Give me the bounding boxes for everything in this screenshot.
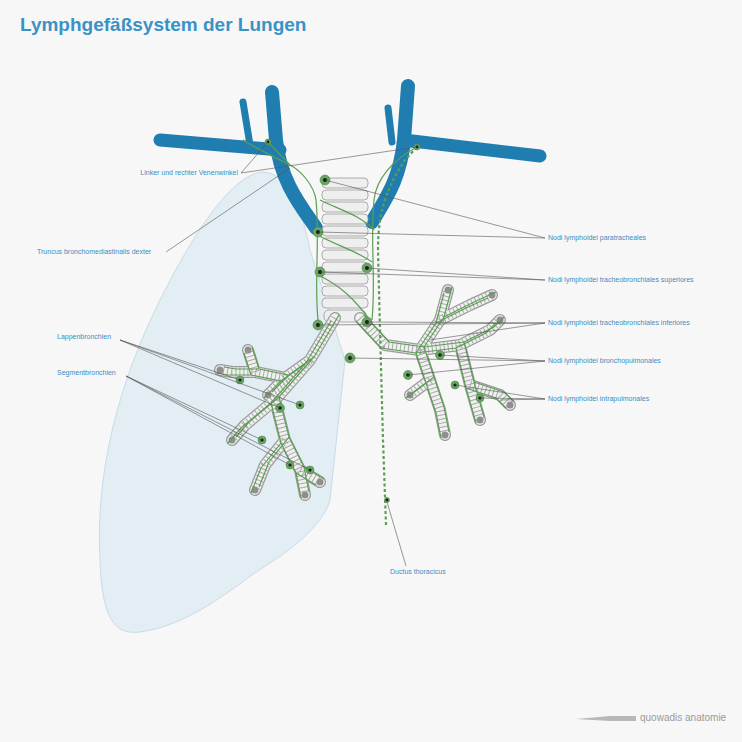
leader-line bbox=[166, 168, 290, 252]
watermark: quowadis anatomie bbox=[640, 712, 726, 724]
bronchus-end bbox=[442, 432, 449, 439]
vein bbox=[272, 92, 316, 228]
leader-line bbox=[350, 355, 545, 375]
anatomy-label: Linker und rechter Venenwinkel bbox=[140, 169, 238, 177]
anatomy-label: Nodi lymphoidei paratracheales bbox=[548, 234, 646, 242]
trachea bbox=[322, 226, 368, 236]
lymph-vessel bbox=[318, 200, 374, 320]
vein bbox=[160, 86, 540, 228]
leader-line bbox=[126, 376, 310, 470]
leader-line bbox=[318, 322, 545, 340]
vein bbox=[372, 86, 408, 222]
trachea bbox=[322, 262, 368, 272]
trachea bbox=[322, 274, 368, 284]
leader-line bbox=[387, 502, 406, 566]
bronchus-end bbox=[217, 287, 514, 499]
trachea bbox=[322, 298, 368, 308]
anatomy-label: Nodi lymphoidei tracheobronchiales super… bbox=[548, 276, 694, 284]
anatomy-label: Segmentbronchien bbox=[57, 369, 116, 377]
bronchus-end bbox=[302, 492, 309, 499]
trachea bbox=[322, 238, 368, 248]
lymph-node bbox=[385, 498, 390, 503]
anatomy-label: Nodi lymphoidei intrapulmonales bbox=[548, 395, 649, 403]
lymph-node bbox=[236, 139, 484, 503]
lymph-vessel bbox=[216, 140, 514, 498]
logo-mark bbox=[576, 716, 636, 721]
anatomy-label: Ductus thoracicus bbox=[390, 568, 446, 576]
anatomy-label: Lappenbronchien bbox=[57, 333, 111, 341]
leader-line bbox=[455, 385, 545, 400]
bronchus-end bbox=[477, 417, 484, 424]
thoracic-duct bbox=[378, 147, 417, 525]
lung-outline bbox=[99, 172, 345, 632]
leader-line bbox=[320, 268, 545, 280]
trachea bbox=[322, 286, 368, 296]
vein bbox=[388, 108, 392, 142]
trachea bbox=[322, 190, 368, 200]
lymph-node-center bbox=[386, 499, 389, 502]
anatomy-label: Nodi lymphoidei bronchopulmonales bbox=[548, 357, 661, 365]
leader-line bbox=[241, 142, 417, 173]
leader-line bbox=[120, 340, 300, 408]
leader-line bbox=[318, 180, 545, 238]
lymph-vessel bbox=[268, 142, 318, 320]
lung-outline bbox=[99, 172, 345, 632]
anatomy-label: Nodi lymphoidei tracheobronchiales infer… bbox=[548, 319, 690, 327]
thoracic-duct bbox=[378, 147, 417, 525]
lymph-vessel bbox=[224, 287, 514, 492]
lymph-node-center bbox=[238, 141, 481, 502]
vein bbox=[243, 102, 250, 145]
trachea bbox=[322, 202, 368, 212]
bronchus-end bbox=[245, 347, 252, 354]
vein bbox=[404, 140, 540, 156]
anatomy-label: Truncus bronchomediastinalis dexter bbox=[37, 248, 151, 256]
bronchus-end bbox=[507, 402, 514, 409]
trachea bbox=[322, 178, 368, 322]
diagram-title: Lymphgefäßsystem der Lungen bbox=[20, 14, 306, 36]
leader-line bbox=[120, 142, 545, 566]
logo-mark bbox=[576, 716, 636, 721]
bronchus-end bbox=[317, 479, 324, 486]
